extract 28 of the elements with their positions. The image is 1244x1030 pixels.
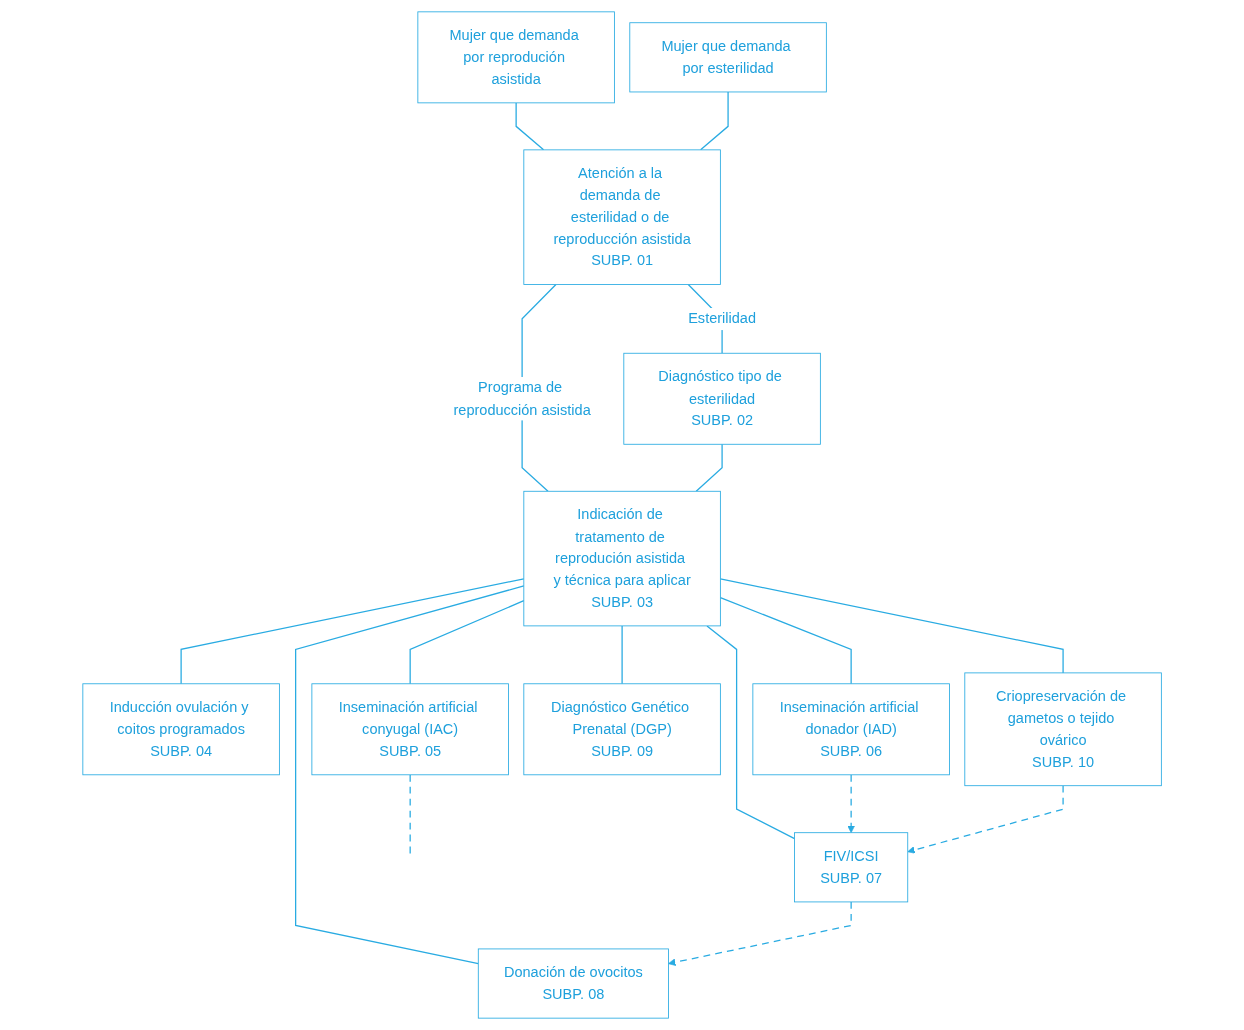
node-box: Diagnóstico tipo de esterilidad SUBP. 02 (623, 352, 821, 445)
node-box: Criopreservación de gametos o tejido ovárico SUBP. 10 (964, 672, 1162, 787)
connector (180, 578, 525, 685)
connector (719, 578, 1064, 674)
node-box: Mujer que demanda por esterilidad (629, 22, 827, 93)
connector (515, 102, 545, 151)
connector (409, 774, 411, 856)
node-box: Mujer que demanda por reprodución asistida (417, 11, 615, 104)
connector (409, 600, 525, 685)
node-box: Indicación de tratamento de reprodución asistida y técnica para aplicar SUBP. 03 (523, 490, 721, 627)
node-box: FIV/ICSI SUBP. 07 (794, 832, 909, 903)
node-box: Donación de ovocitos SUBP. 08 (477, 948, 669, 1019)
edge-label: Esterilidad (688, 310, 756, 327)
node-box: Inseminación artificial conyugal (IAC) SUBP. 05 (311, 683, 509, 776)
connector (695, 443, 723, 492)
connector (719, 596, 852, 685)
node-box: Diagnóstico Genético Prenatal (DGP) SUBP. 09 (523, 683, 721, 776)
arrow (847, 774, 855, 834)
arrow (907, 785, 1064, 854)
node-box: Inducción ovulación y coitos programados SUBP. 04 (82, 683, 280, 776)
connector (699, 91, 729, 151)
connector (706, 625, 796, 840)
connector (621, 625, 623, 685)
node-box: Inseminación artificial donador (IAD) SUBP. 06 (752, 683, 950, 776)
arrow (668, 901, 852, 966)
connector (294, 585, 525, 965)
edge-label: Programa de reproducción asistida (453, 379, 591, 418)
node-box: Atención a la demanda de esterilidad o de reproducción asistida SUBP. 01 (523, 149, 721, 285)
